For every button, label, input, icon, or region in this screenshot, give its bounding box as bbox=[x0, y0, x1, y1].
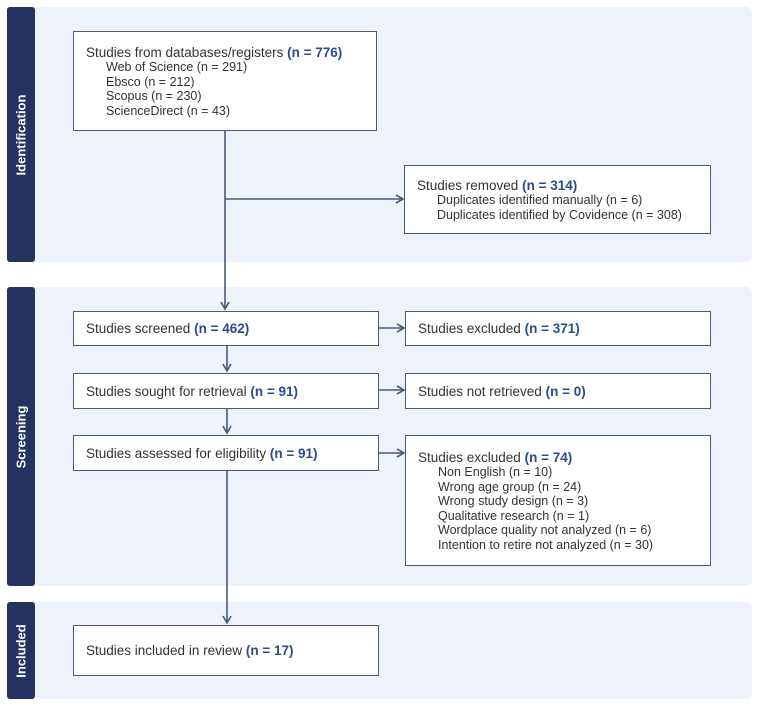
exclusion-reason: Wrong study design (n = 3) bbox=[438, 494, 589, 508]
excluded-eligibility-box: Studies excluded (n = 74) Non English (n… bbox=[405, 435, 711, 566]
exclusion-reason: Wordplace quality not analyzed (n = 6) bbox=[438, 523, 652, 537]
excluded-eligibility-heading: Studies excluded (n = 74) bbox=[418, 450, 573, 465]
excluded-screening-box: Studies excluded (n = 371) bbox=[405, 311, 711, 346]
included-heading: Studies included in review (n = 17) bbox=[86, 643, 294, 658]
screened-heading: Studies screened (n = 462) bbox=[86, 321, 250, 336]
exclusion-reason: Intention to retire not analyzed (n = 30… bbox=[438, 537, 654, 552]
assessed-box: Studies assessed for eligibility (n = 91… bbox=[73, 435, 379, 471]
screened-box: Studies screened (n = 462) bbox=[73, 311, 379, 346]
sought-heading: Studies sought for retrieval (n = 91) bbox=[86, 383, 298, 399]
not-retrieved-heading: Studies not retrieved (n = 0) bbox=[418, 383, 586, 399]
databases-box: Studies from databases/registers (n = 77… bbox=[73, 31, 377, 131]
exclusion-reason: Wrong age group (n = 24) bbox=[438, 479, 582, 494]
removed-item: Duplicates identified manually (n = 6) bbox=[437, 193, 643, 207]
excluded-screening-heading: Studies excluded (n = 371) bbox=[418, 321, 580, 336]
databases-item: Ebsco (n = 212) bbox=[106, 74, 195, 89]
exclusion-reason: Non English (n = 10) bbox=[438, 465, 553, 479]
databases-heading: Studies from databases/registers (n = 77… bbox=[86, 45, 343, 60]
exclusion-reason: Qualitative research (n = 1) bbox=[438, 508, 590, 523]
databases-item: Web of Science (n = 291) bbox=[106, 60, 248, 74]
removed-item: Duplicates identified by Covidence (n = … bbox=[437, 207, 682, 222]
not-retrieved-box: Studies not retrieved (n = 0) bbox=[405, 373, 711, 409]
assessed-heading: Studies assessed for eligibility (n = 91… bbox=[86, 445, 318, 461]
removed-heading: Studies removed (n = 314) bbox=[417, 178, 578, 193]
screening-label: Screening bbox=[7, 287, 35, 586]
sought-box: Studies sought for retrieval (n = 91) bbox=[73, 373, 379, 409]
databases-item: Scopus (n = 230) bbox=[106, 89, 202, 103]
databases-item: ScienceDirect (n = 43) bbox=[106, 103, 231, 118]
included-box: Studies included in review (n = 17) bbox=[73, 625, 379, 676]
removed-box: Studies removed (n = 314) Duplicates ide… bbox=[404, 165, 711, 234]
included-label: Included bbox=[7, 602, 35, 699]
identification-label: Identification bbox=[7, 7, 35, 262]
